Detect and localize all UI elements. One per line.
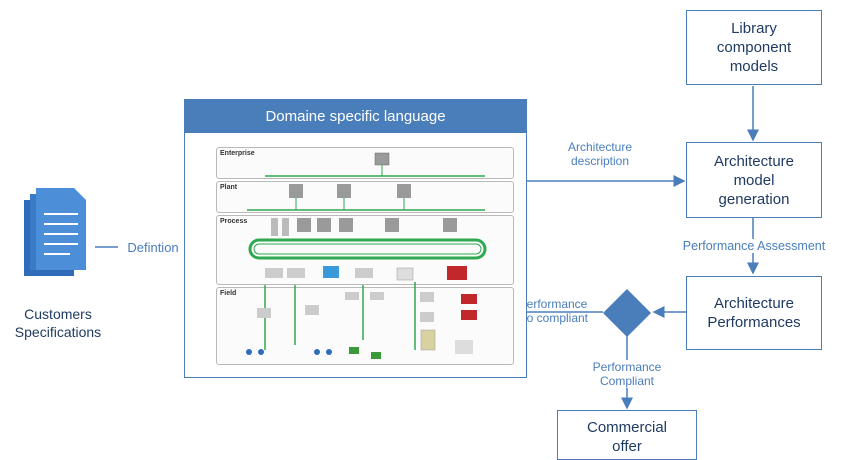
level-process-label: Process — [220, 218, 248, 225]
network-diagram — [246, 152, 487, 359]
domain-specific-language-panel: Domaine specific language Enterprise Pla… — [184, 99, 527, 378]
level-plant-label: Plant — [220, 184, 238, 191]
level-plant: Plant — [216, 181, 514, 213]
documents-icon — [24, 188, 86, 276]
enterprise-server — [374, 152, 390, 166]
level-field-label: Field — [220, 290, 237, 297]
architecture-description-label: Architecture description — [567, 140, 633, 168]
performance-assessment-label: Performance Assessment — [668, 239, 840, 253]
definition-label: Defintion — [118, 241, 188, 255]
library-component-models-box: Library component models — [686, 10, 822, 85]
performance-compliant-label: Performance Compliant — [582, 360, 672, 388]
level-enterprise-label: Enterprise — [220, 150, 255, 157]
dsl-title: Domaine specific language — [185, 100, 526, 133]
customers-specifications-label: Customers Specifications — [14, 306, 102, 340]
decision-diamond — [603, 289, 651, 337]
architecture-performances-box: Architecture Performances — [686, 276, 822, 350]
commercial-offer-box: Commercial offer — [557, 410, 697, 460]
architecture-model-generation-box: Architecture model generation — [686, 142, 822, 218]
level-enterprise: Enterprise — [216, 147, 514, 179]
